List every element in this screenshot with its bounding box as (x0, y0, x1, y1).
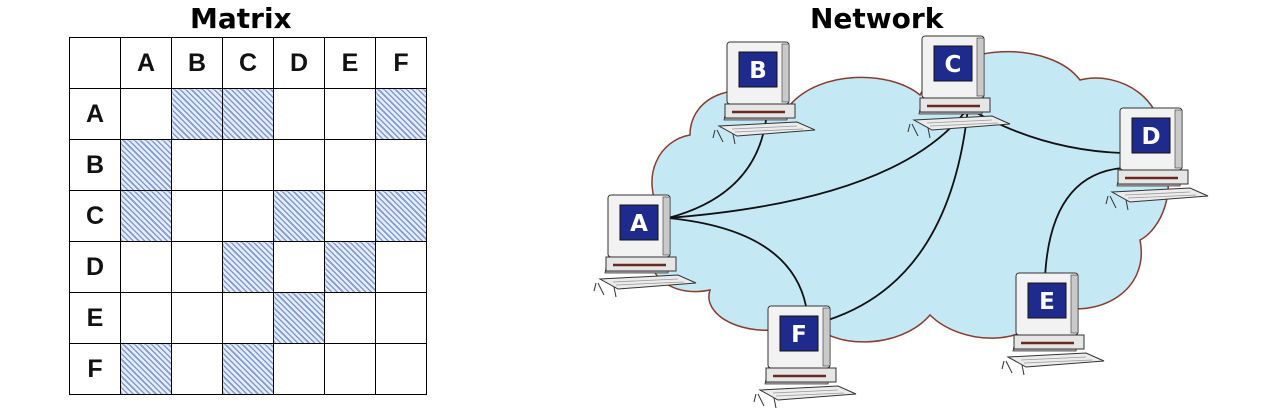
computer-node-label: D (1141, 124, 1160, 150)
matrix-cell-connected (375, 88, 427, 140)
matrix-cell-empty (273, 139, 325, 191)
matrix-cell-empty (324, 343, 376, 395)
network-link-e-d (1044, 167, 1123, 279)
matrix-cell-connected (222, 241, 274, 293)
network-link-a-c (667, 107, 969, 219)
matrix-cell-connected (120, 190, 172, 242)
matrix-row: A (69, 88, 427, 140)
matrix-cell-empty (273, 88, 325, 140)
computer-node-f: F (752, 304, 858, 410)
matrix-cell-empty (324, 190, 376, 242)
matrix-cell-empty (324, 88, 376, 140)
computer-node-label: E (1039, 289, 1055, 315)
matrix-cell-empty (222, 190, 274, 242)
computer-node-e: E (1000, 271, 1106, 377)
matrix-cell-empty (120, 88, 172, 140)
matrix-cell-connected (222, 343, 274, 395)
matrix-title: Matrix (190, 2, 292, 35)
matrix-row: B (69, 139, 427, 191)
matrix-cell-empty (375, 241, 427, 293)
matrix-cell-connected (375, 190, 427, 242)
matrix-column-header: B (171, 37, 223, 89)
matrix-cell-empty (120, 292, 172, 344)
matrix-corner-cell (69, 37, 121, 89)
network-title: Network (810, 2, 944, 35)
matrix-row-header: E (69, 292, 121, 344)
computer-node-c: C (906, 34, 1012, 140)
matrix-cell-empty (324, 292, 376, 344)
network-link-c-f (827, 107, 969, 321)
computer-node-label: C (945, 52, 962, 78)
network-link-a-b (667, 119, 767, 219)
matrix-cell-empty (222, 139, 274, 191)
matrix-cell-empty (375, 292, 427, 344)
computer-node-label: A (630, 211, 648, 237)
matrix-row-header: D (69, 241, 121, 293)
matrix-cell-connected (273, 190, 325, 242)
computer-node-label: F (791, 322, 807, 348)
matrix-cell-empty (171, 292, 223, 344)
matrix-cell-connected (222, 88, 274, 140)
matrix-cell-empty (171, 343, 223, 395)
computer-node-a: A (592, 193, 698, 299)
matrix-cell-connected (120, 343, 172, 395)
matrix-cell-empty (375, 139, 427, 191)
computer-node-d: D (1104, 106, 1210, 212)
network-cloud (647, 50, 1169, 343)
network-link-a-f (667, 217, 807, 307)
matrix-column-header: E (324, 37, 376, 89)
matrix-row: F (69, 343, 427, 395)
computer-node-label: B (749, 58, 767, 84)
matrix-cell-empty (273, 241, 325, 293)
matrix-row-header: F (69, 343, 121, 395)
matrix-row: E (69, 292, 427, 344)
matrix-row: C (69, 190, 427, 242)
matrix-row-header: C (69, 190, 121, 242)
matrix-cell-connected (171, 88, 223, 140)
matrix-row-header: B (69, 139, 121, 191)
matrix-cell-connected (120, 139, 172, 191)
matrix-cell-empty (324, 139, 376, 191)
matrix-column-header: F (375, 37, 427, 89)
matrix-cell-empty (375, 343, 427, 395)
computer-node-b: B (711, 40, 817, 146)
